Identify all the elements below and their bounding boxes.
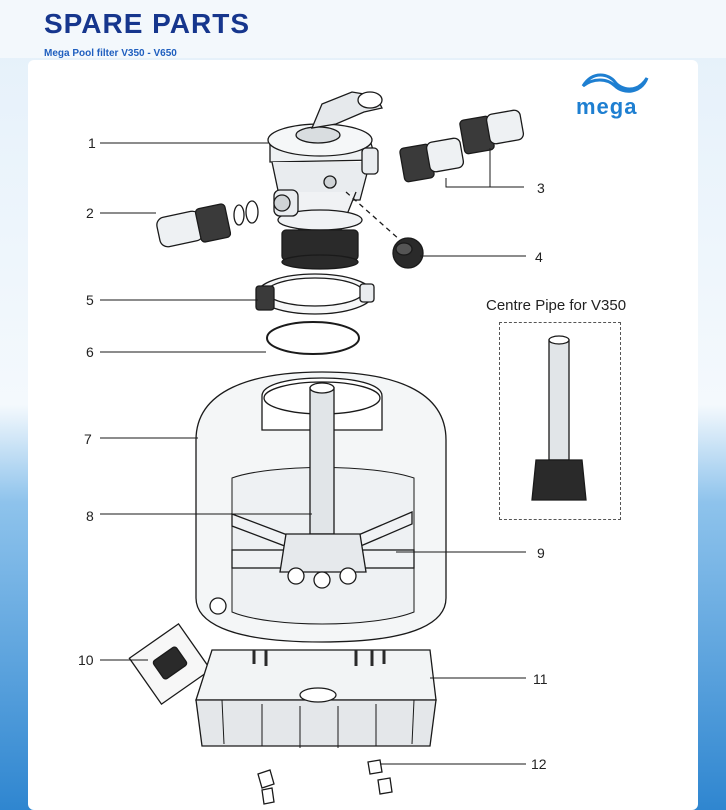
- page-subtitle: Mega Pool filter V350 - V650: [44, 48, 177, 59]
- callout-12: 12: [531, 756, 547, 772]
- mega-logo-icon: [581, 73, 649, 93]
- brand-name: mega: [576, 94, 638, 119]
- inset-centre-pipe: [531, 335, 587, 501]
- callout-10: 10: [78, 652, 94, 668]
- o-ring: [266, 321, 360, 355]
- callout-7: 7: [84, 431, 92, 447]
- callout-4: 4: [535, 249, 543, 265]
- inset-title: Centre Pipe for V350: [486, 297, 627, 314]
- centre-pipe: [309, 382, 335, 535]
- pressure-gauge-cap: [345, 191, 424, 269]
- callout-8: 8: [86, 508, 94, 524]
- page-title: SPARE PARTS: [44, 8, 250, 39]
- callout-5: 5: [86, 292, 94, 308]
- callout-9: 9: [537, 545, 545, 561]
- union-fitting-left: [156, 200, 259, 248]
- multiport-valve: [267, 91, 383, 270]
- base-clips: [257, 759, 393, 805]
- laterals: [231, 511, 415, 589]
- callout-1: 1: [88, 135, 96, 151]
- inset-box: [499, 322, 621, 520]
- leader-lines: [100, 142, 526, 765]
- drain-plug: [128, 622, 212, 706]
- union-fittings-right: [399, 109, 525, 183]
- callout-6: 6: [86, 344, 94, 360]
- callout-11: 11: [533, 671, 548, 687]
- callout-2: 2: [86, 205, 94, 221]
- tank-clamp: [255, 273, 375, 315]
- callout-3: 3: [537, 180, 545, 196]
- filter-base: [195, 649, 437, 748]
